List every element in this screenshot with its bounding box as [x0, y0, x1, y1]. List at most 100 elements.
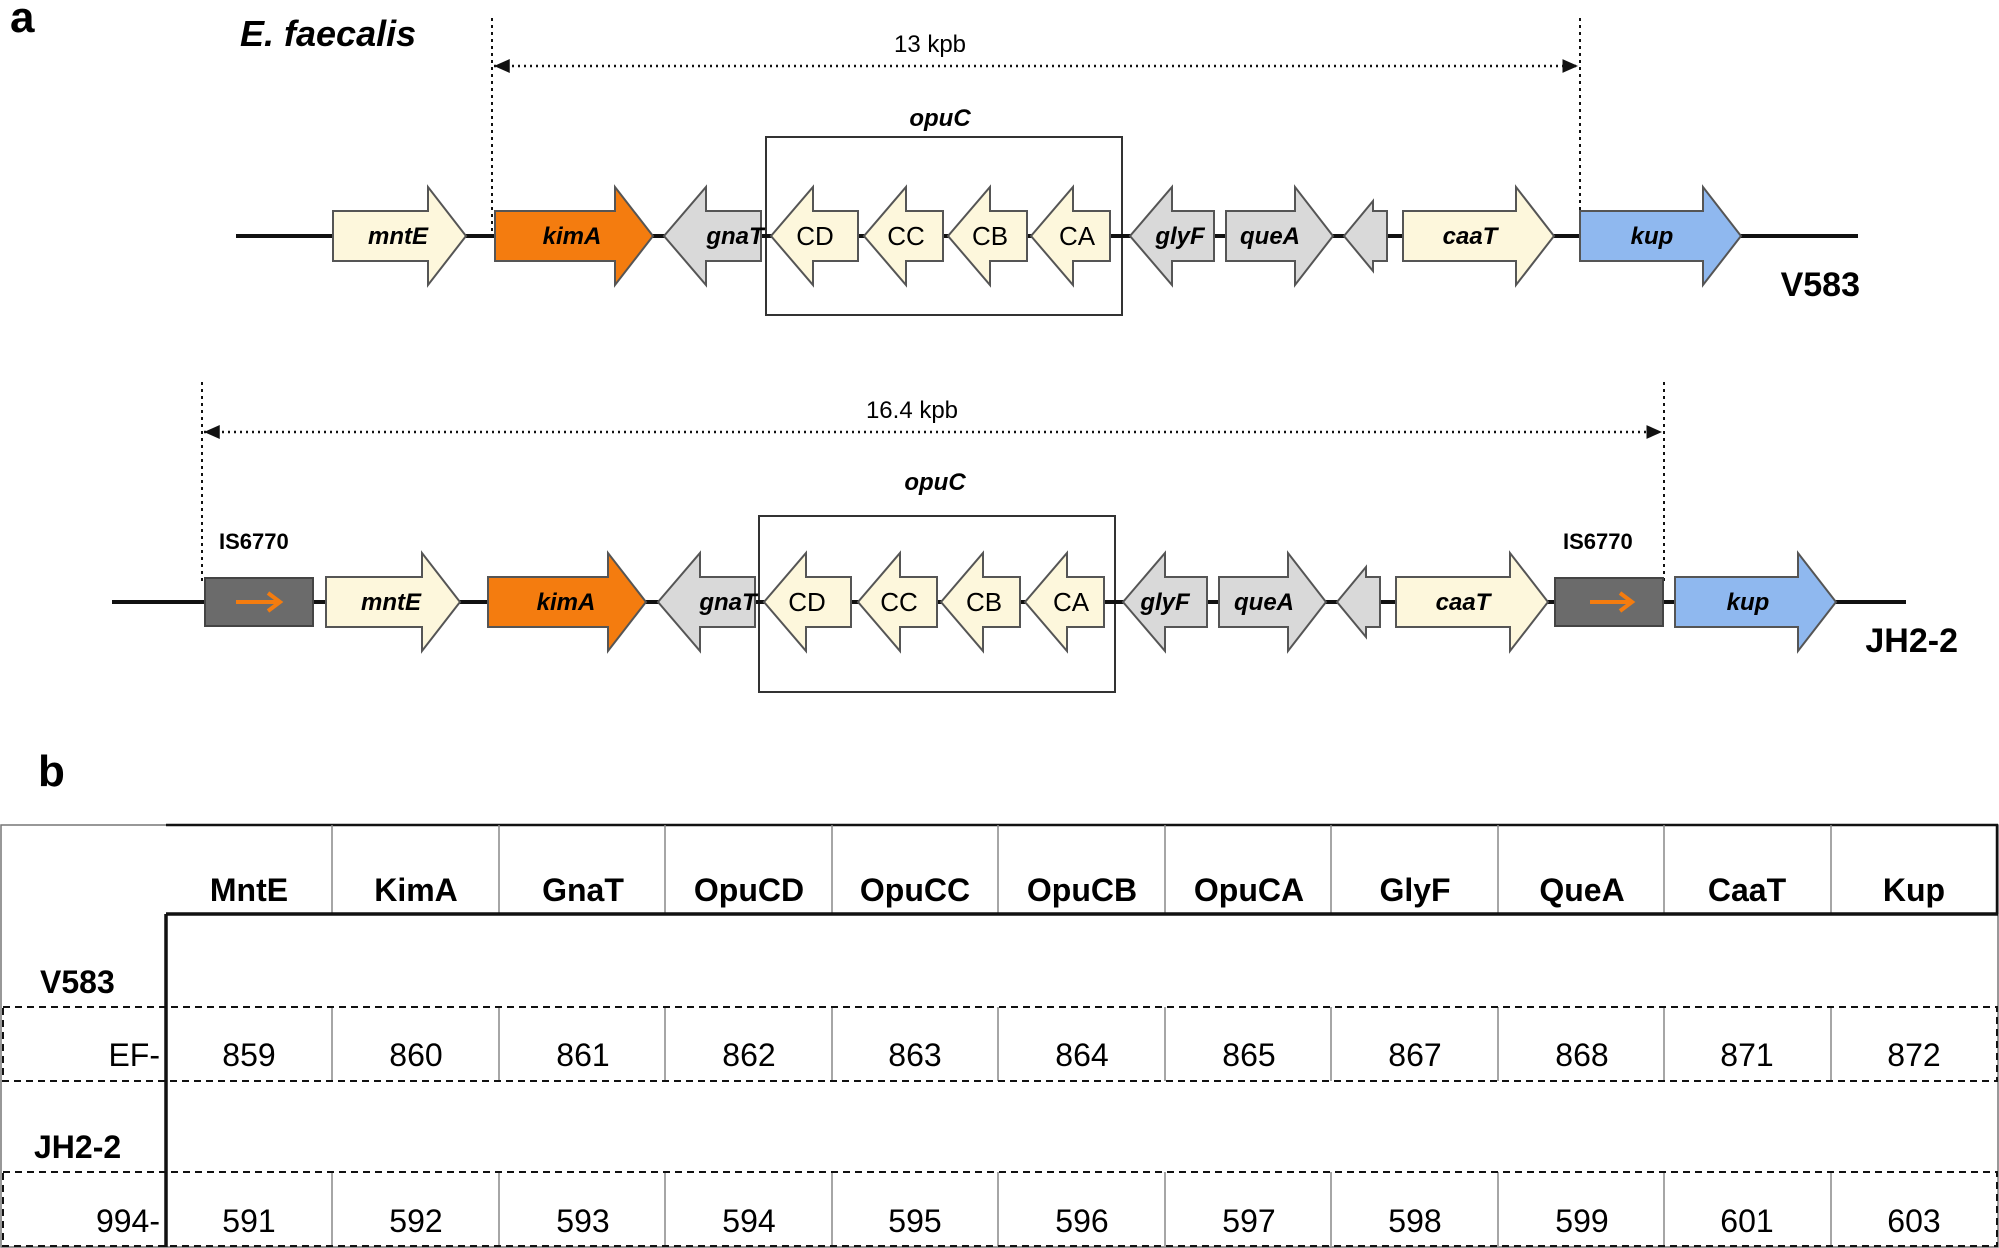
dashed-row-frame	[2, 1171, 1998, 1247]
gene-arrow	[856, 550, 938, 654]
gene-label: kimA	[543, 223, 602, 250]
table-cell: 597	[1222, 1203, 1275, 1239]
table-cell: 601	[1720, 1203, 1773, 1239]
strain-label: V583	[1781, 266, 1860, 304]
gene-label: queA	[1240, 223, 1300, 250]
gene-arrow	[1342, 198, 1388, 274]
table-cell: 861	[556, 1037, 609, 1073]
table-frame	[0, 824, 1999, 1248]
column-header: OpuCB	[1027, 872, 1137, 908]
orange-arrow-icon	[236, 591, 284, 613]
table-cell: 864	[1055, 1037, 1108, 1073]
gene-label: CC	[887, 221, 925, 251]
gene-arrow	[769, 184, 859, 288]
locus-prefix: EF-	[108, 1037, 160, 1073]
table-cell: 596	[1055, 1203, 1108, 1239]
table-cell: 871	[1720, 1037, 1773, 1073]
span-label: 13 kpb	[894, 31, 966, 58]
table-cell: 599	[1555, 1203, 1608, 1239]
table-cell: 592	[389, 1203, 442, 1239]
gene-label: queA	[1234, 589, 1294, 616]
column-header: OpuCC	[860, 872, 970, 908]
gene-arrow	[1674, 550, 1838, 654]
is-element-label: IS6770	[1563, 529, 1633, 554]
gene-label: mntE	[368, 223, 429, 250]
gene-label: gnaT	[698, 589, 759, 616]
gene-arrow	[1023, 550, 1105, 654]
gene-arrow	[1395, 550, 1550, 654]
table-cell: 593	[556, 1203, 609, 1239]
gene-label: glyF	[1154, 223, 1206, 250]
strain-row-label: V583	[40, 964, 115, 1000]
column-header: GnaT	[542, 872, 624, 908]
table-cell: 868	[1555, 1037, 1608, 1073]
operon-label: opuC	[904, 469, 966, 496]
column-header: CaaT	[1708, 872, 1787, 908]
table-cell: 862	[722, 1037, 775, 1073]
column-dividers	[331, 825, 1832, 1246]
gene-label: CB	[972, 221, 1008, 251]
gene-label: CA	[1053, 587, 1090, 617]
column-header: GlyF	[1379, 872, 1450, 908]
gene-label: caaT	[1436, 589, 1493, 616]
table-cell: 591	[222, 1203, 275, 1239]
column-header: OpuCD	[694, 872, 804, 908]
column-header: OpuCA	[1194, 872, 1304, 908]
gene-arrow	[1225, 184, 1335, 288]
gene-arrow	[1121, 550, 1208, 654]
gene-label: CD	[796, 221, 834, 251]
table-cell: 872	[1887, 1037, 1940, 1073]
gene-label: glyF	[1139, 589, 1191, 616]
gene-arrow	[862, 184, 944, 288]
gene-arrow	[1335, 564, 1381, 640]
gene-arrow	[1029, 184, 1111, 288]
panel-b-label: b	[38, 747, 65, 796]
gene-arrow	[1218, 550, 1328, 654]
table-cell: 860	[389, 1037, 442, 1073]
strain-label: JH2-2	[1865, 622, 1958, 660]
gene-arrow	[656, 550, 756, 654]
gene-label: kup	[1631, 223, 1674, 250]
table-cell: 603	[1887, 1203, 1940, 1239]
table-cell: 859	[222, 1037, 275, 1073]
table-cell: 865	[1222, 1037, 1275, 1073]
strain-row-label: JH2-2	[34, 1129, 121, 1165]
locus-prefix: 994-	[96, 1203, 160, 1239]
gene-label: mntE	[361, 589, 422, 616]
gene-label: CA	[1059, 221, 1096, 251]
gene-label: CD	[788, 587, 826, 617]
column-header: QueA	[1539, 872, 1624, 908]
table-cell: 594	[722, 1203, 775, 1239]
gene-label: CC	[880, 587, 918, 617]
gene-arrow	[1579, 184, 1743, 288]
gene-label: gnaT	[705, 223, 766, 250]
locus-tag-table: MntE KimA GnaT OpuCD OpuCC OpuCB OpuCA G…	[0, 823, 1999, 1248]
species-name: E. faecalis	[240, 13, 416, 54]
gene-arrow	[662, 184, 762, 288]
value-row: 591 592 593 594 595 596 597 598 599 601 …	[222, 1203, 1940, 1239]
gene-arrow	[1402, 184, 1556, 288]
gene-arrow	[1128, 184, 1215, 288]
panel-a-label: a	[10, 0, 35, 42]
gene-arrow	[946, 184, 1028, 288]
column-header: Kup	[1883, 872, 1945, 908]
value-row: 859 860 861 862 863 864 865 867 868 871 …	[222, 1037, 1940, 1073]
gene-arrow	[332, 184, 468, 288]
span-label: 16.4 kpb	[866, 397, 958, 424]
table-cell: 598	[1388, 1203, 1441, 1239]
gene-label: kimA	[537, 589, 596, 616]
table-cell: 595	[888, 1203, 941, 1239]
gene-label: caaT	[1443, 223, 1500, 250]
orange-arrow-icon	[1590, 591, 1636, 613]
column-header: KimA	[374, 872, 458, 908]
gene-label: CB	[966, 587, 1002, 617]
dashed-row-frame	[2, 1006, 1998, 1082]
gene-label: kup	[1727, 589, 1770, 616]
gene-arrow	[325, 550, 462, 654]
gene-arrow	[939, 550, 1021, 654]
operon-box	[765, 136, 1123, 316]
table-cell: 867	[1388, 1037, 1441, 1073]
track-jh2-2: 16.4 kpb opuC IS6770 mntE kimA gnaT CD C…	[112, 382, 1958, 693]
